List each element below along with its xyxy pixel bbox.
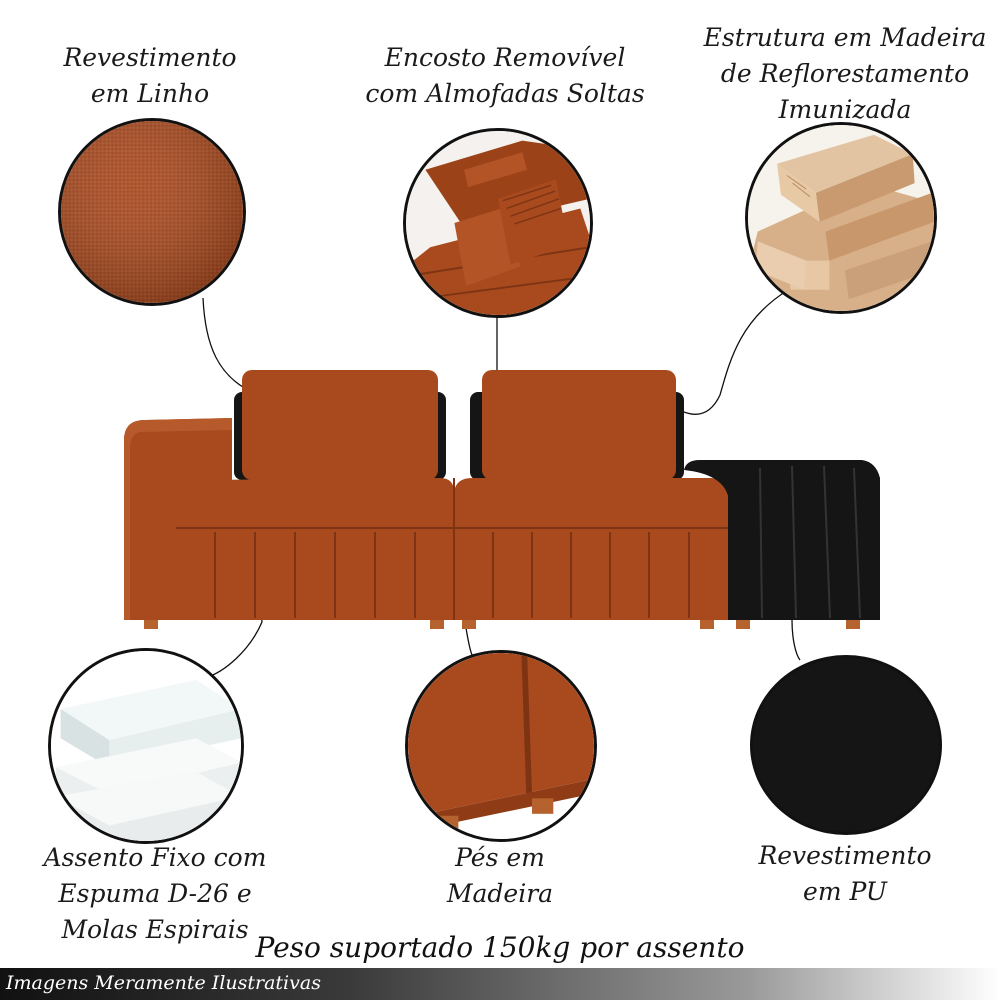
pu-swatch-circle bbox=[750, 655, 942, 835]
footer-bar: Imagens Meramente Ilustrativas bbox=[0, 968, 1000, 1000]
sofa-foot bbox=[846, 620, 860, 629]
cushion-icon bbox=[406, 131, 590, 315]
sofa-foot bbox=[144, 620, 158, 629]
sofa-base-left bbox=[176, 528, 454, 620]
weight-note: Peso suportado 150kg por assento bbox=[255, 931, 745, 964]
caption-backrest: Encosto Removível com Almofadas Soltas bbox=[365, 43, 645, 108]
wood-structure-circle bbox=[745, 122, 937, 314]
sofa-seat-left bbox=[176, 478, 454, 528]
sofa-pu-ottoman bbox=[684, 460, 880, 620]
pu-swatch-icon bbox=[753, 658, 939, 832]
linen-swatch-circle bbox=[58, 118, 246, 306]
sofa-foot bbox=[430, 620, 444, 629]
linen-swatch-icon bbox=[61, 121, 243, 303]
wood-planks-icon bbox=[748, 125, 934, 311]
foam-layers-icon bbox=[51, 651, 241, 841]
sofa-seat-right bbox=[454, 478, 728, 528]
footer-disclaimer: Imagens Meramente Ilustrativas bbox=[6, 972, 321, 994]
foam-seat-circle bbox=[48, 648, 244, 844]
sofa-foot bbox=[736, 620, 750, 629]
sofa-back-cushion-left bbox=[242, 370, 438, 480]
backrest-detail-circle bbox=[403, 128, 593, 318]
caption-structure: Estrutura em Madeira de Reflorestamento … bbox=[703, 23, 987, 124]
wood-feet-icon bbox=[408, 653, 594, 839]
sofa-back-cushion-right bbox=[482, 370, 676, 480]
caption-pu: Revestimento em PU bbox=[758, 841, 932, 906]
caption-seat: Assento Fixo com Espuma D-26 e Molas Esp… bbox=[43, 843, 267, 944]
caption-feet: Pés em Madeira bbox=[446, 843, 554, 908]
caption-linen: Revestimento em Linho bbox=[63, 43, 237, 108]
sofa-base-right bbox=[454, 528, 728, 620]
sofa-foot bbox=[462, 620, 476, 629]
sofa-foot bbox=[700, 620, 714, 629]
feet-detail-circle bbox=[405, 650, 597, 842]
